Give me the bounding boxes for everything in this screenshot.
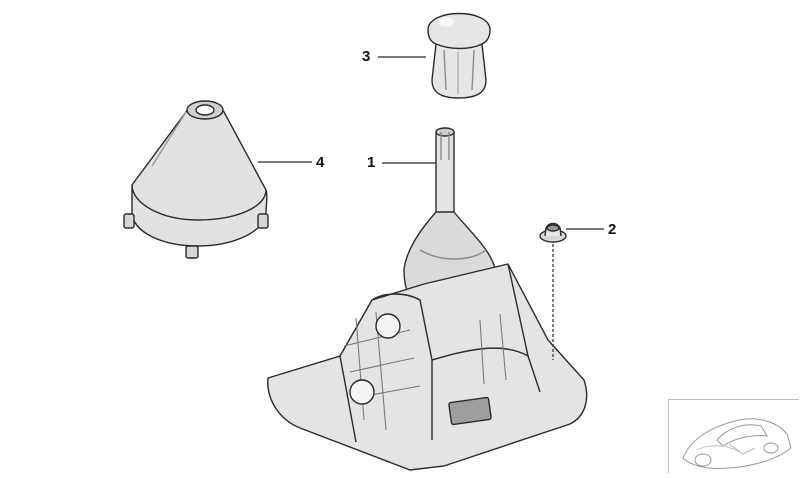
callout-3: 3: [362, 48, 371, 65]
car-outline-icon: [682, 418, 792, 469]
callout-2: 2: [608, 221, 617, 238]
vehicle-thumbnail: [668, 399, 799, 473]
nut: [539, 222, 567, 243]
boot-cover: [123, 100, 269, 259]
leader-lines: [258, 56, 604, 230]
shift-lever: [267, 127, 588, 471]
shift-knob: [427, 12, 491, 99]
callout-4: 4: [316, 154, 325, 171]
callout-1: 1: [367, 154, 376, 171]
